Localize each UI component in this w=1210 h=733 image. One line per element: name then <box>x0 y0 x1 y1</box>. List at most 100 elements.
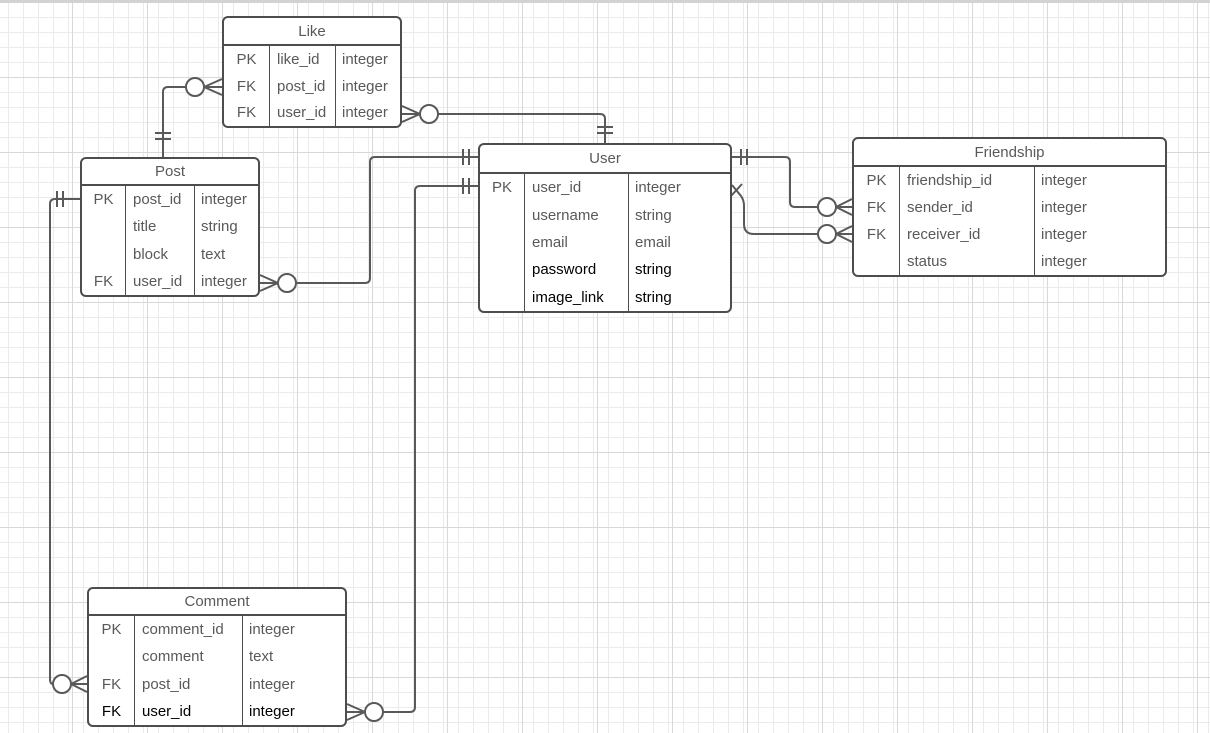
row-key: FK <box>236 104 257 122</box>
row-field: email <box>524 228 628 257</box>
table-row[interactable]: FK receiver_id integer <box>854 221 1165 248</box>
entity-table-friendship[interactable]: Friendship PK friendship_id integer FK s… <box>852 137 1167 277</box>
one-and-only-one-marker <box>462 178 470 194</box>
row-type: text <box>242 643 345 671</box>
row-key: FK <box>101 675 122 693</box>
one-and-only-one-marker <box>740 149 748 165</box>
table-row[interactable]: PK like_id integer <box>224 46 400 73</box>
row-type: string <box>628 283 730 312</box>
table-row[interactable]: FK user_id integer <box>224 99 400 127</box>
edge-like-user[interactable] <box>401 104 613 143</box>
one-and-only-one-marker <box>462 149 470 165</box>
edge-post-user[interactable] <box>259 149 478 293</box>
row-field: sender_id <box>899 194 1034 221</box>
table-row[interactable]: email email <box>480 228 730 257</box>
row-type: integer <box>194 267 258 295</box>
row-type: integer <box>335 46 400 73</box>
table-row[interactable]: PK user_id integer <box>480 174 730 202</box>
row-type: integer <box>1034 248 1165 275</box>
row-field: post_id <box>125 186 194 214</box>
row-key: PK <box>236 50 257 68</box>
table-title: Friendship <box>854 139 1165 167</box>
row-type: integer <box>1034 194 1165 221</box>
table-row[interactable]: status integer <box>854 248 1165 275</box>
row-type: integer <box>194 186 258 214</box>
entity-table-like[interactable]: Like PK like_id integer FK post_id integ… <box>222 16 402 128</box>
zero-or-many-marker <box>817 224 853 244</box>
one-and-only-one-marker <box>597 126 613 134</box>
row-type: string <box>628 256 730 284</box>
entity-table-comment[interactable]: Comment PK comment_id integer comment te… <box>87 587 347 727</box>
table-row[interactable]: FK user_id integer <box>89 697 345 725</box>
row-type: integer <box>242 697 345 725</box>
row-field: post_id <box>134 670 242 698</box>
zero-or-many-marker <box>52 674 88 694</box>
row-key: FK <box>236 77 257 95</box>
row-field: image_link <box>524 283 628 312</box>
row-key: FK <box>866 199 887 216</box>
row-field: user_id <box>269 99 335 127</box>
entity-table-user[interactable]: User PK user_id integer username string … <box>478 143 732 313</box>
row-type: integer <box>242 616 345 644</box>
table-row[interactable]: FK sender_id integer <box>854 194 1165 221</box>
edge-user-friendship-sender[interactable] <box>732 149 853 217</box>
row-field: username <box>524 201 628 229</box>
row-field: user_id <box>524 174 628 202</box>
table-row[interactable]: comment text <box>89 643 345 671</box>
row-type: integer <box>628 174 730 202</box>
row-type: email <box>628 228 730 257</box>
row-field: friendship_id <box>899 167 1034 194</box>
table-row[interactable]: FK post_id integer <box>89 670 345 698</box>
table-row[interactable]: password string <box>480 256 730 284</box>
row-field: like_id <box>269 46 335 73</box>
row-field: title <box>125 213 194 241</box>
row-field: receiver_id <box>899 221 1034 248</box>
one-and-only-one-marker <box>56 191 64 207</box>
row-key: PK <box>93 191 114 209</box>
entity-table-post[interactable]: Post PK post_id integer title string blo… <box>80 157 260 297</box>
table-row[interactable]: title string <box>82 213 258 241</box>
row-type: integer <box>335 72 400 100</box>
row-type: integer <box>1034 221 1165 248</box>
one-and-only-one-marker <box>155 132 171 140</box>
row-field: post_id <box>269 72 335 100</box>
row-key: FK <box>866 226 887 243</box>
table-title: Comment <box>89 589 345 616</box>
table-row[interactable]: PK friendship_id integer <box>854 167 1165 194</box>
table-row[interactable]: username string <box>480 201 730 229</box>
table-row[interactable]: PK comment_id integer <box>89 616 345 644</box>
row-type: string <box>628 201 730 229</box>
edge-comment-post[interactable] <box>49 191 88 694</box>
canvas-top-edge <box>0 0 1210 3</box>
zero-or-many-marker <box>346 702 384 722</box>
row-key: FK <box>101 702 122 720</box>
row-field: status <box>899 248 1034 275</box>
zero-or-many-marker <box>817 197 853 217</box>
row-field: comment <box>134 643 242 671</box>
zero-or-many-marker <box>185 77 223 97</box>
table-title: Like <box>224 18 400 46</box>
table-row[interactable]: PK post_id integer <box>82 186 258 214</box>
edge-comment-user[interactable] <box>346 178 478 722</box>
table-row[interactable]: block text <box>82 240 258 268</box>
table-row[interactable]: FK post_id integer <box>224 72 400 100</box>
row-type: integer <box>242 670 345 698</box>
row-key: PK <box>866 172 887 189</box>
table-row[interactable]: FK user_id integer <box>82 267 258 295</box>
one-marker <box>730 183 743 197</box>
table-title: User <box>480 145 730 174</box>
table-row[interactable]: image_link string <box>480 283 730 312</box>
row-type: integer <box>335 99 400 127</box>
row-type: integer <box>1034 167 1165 194</box>
zero-or-many-marker <box>401 104 439 124</box>
row-type: text <box>194 240 258 268</box>
row-key: PK <box>491 179 512 197</box>
edge-like-post[interactable] <box>155 77 223 157</box>
row-key: FK <box>93 272 114 290</box>
row-type: string <box>194 213 258 241</box>
table-title: Post <box>82 159 258 186</box>
edge-user-friendship-receiver[interactable] <box>730 183 853 244</box>
row-field: user_id <box>125 267 194 295</box>
